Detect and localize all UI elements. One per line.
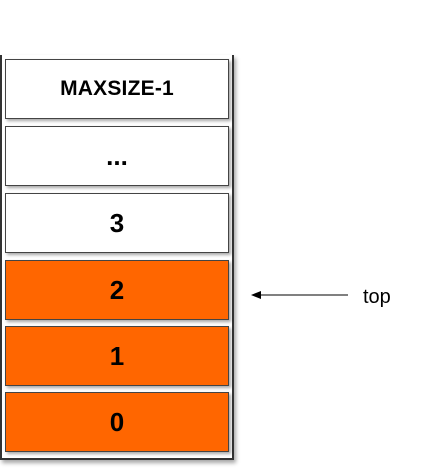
- stack-cell-label: 0: [109, 406, 125, 437]
- stack-cell-label: 2: [109, 274, 125, 305]
- stack-cell-maxsize: MAXSIZE-1: [5, 59, 229, 119]
- stack-cell-2: 2: [5, 260, 229, 320]
- stack-cell-label: 3: [109, 207, 125, 238]
- stack-cell-label: ...: [106, 140, 128, 171]
- stack-cell-ellipsis: ...: [5, 126, 229, 186]
- stack-cell-3: 3: [5, 193, 229, 253]
- arrow-left-icon: [251, 291, 348, 299]
- top-pointer-label: top: [363, 286, 391, 308]
- stack-container: [0, 55, 234, 460]
- stack-cell-label: MAXSIZE-1: [60, 77, 174, 100]
- stack-cell-0: 0: [5, 392, 229, 452]
- stack-cell-label: 1: [109, 340, 125, 371]
- stack-cell-1: 1: [5, 326, 229, 386]
